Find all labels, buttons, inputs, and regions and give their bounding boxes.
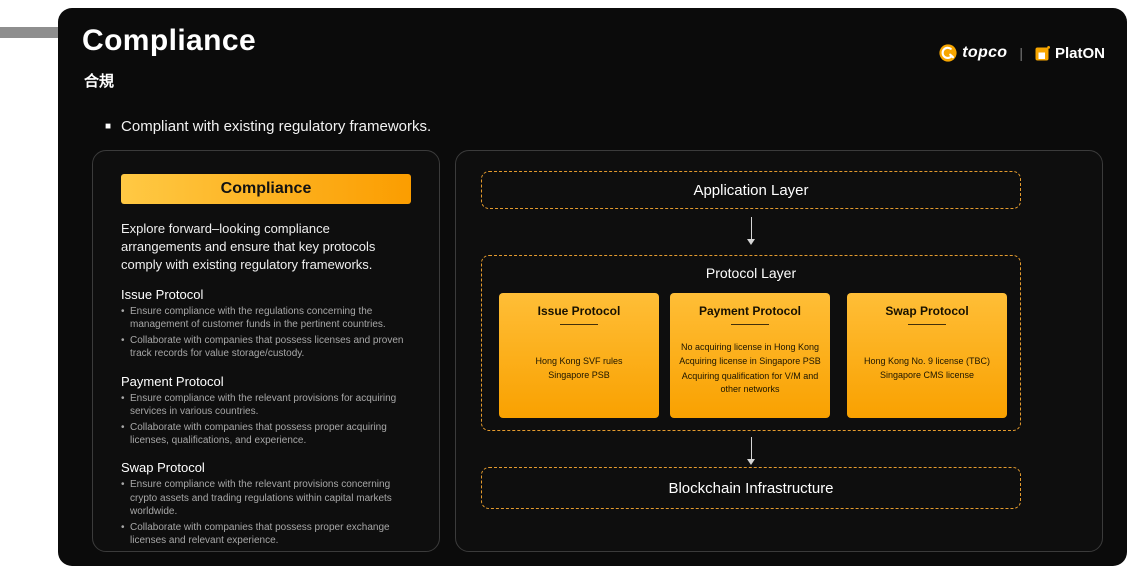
protocol-card-title: Payment Protocol (698, 304, 802, 318)
key-point-text: Compliant with existing regulatory frame… (121, 118, 432, 135)
title-underline (731, 324, 769, 325)
protocol-card-line: Acquiring qualification for V/M and othe… (681, 370, 819, 395)
section-bullet-list: Ensure compliance with the relevant prov… (121, 478, 411, 547)
arrow-stem (750, 437, 752, 459)
section-title: Payment Protocol (121, 373, 224, 389)
protocol-card-details: Hong Kong SVF rules Singapore PSB (499, 325, 659, 418)
protocol-layer-box: Protocol Layer Issue Protocol Hong Kong … (481, 255, 1021, 431)
topco-logo: topco (939, 44, 1007, 62)
title-underline (908, 324, 946, 325)
protocol-card-line: Acquiring license in Singapore PSB (679, 356, 821, 366)
protocol-card-payment: Payment Protocol No acquiring license in… (670, 293, 830, 418)
page-subtitle-chinese: 合規 (84, 73, 115, 90)
protocol-card-title: Issue Protocol (537, 304, 621, 318)
bullet-item: Ensure compliance with the relevant prov… (121, 478, 411, 518)
protocol-card-line: Singapore CMS license (879, 370, 975, 380)
bullet-item: Ensure compliance with the regulations c… (121, 305, 411, 331)
accent-bar (0, 27, 64, 38)
bullet-item: Collaborate with companies that possess … (121, 334, 411, 360)
section-issue-protocol: Issue Protocol Ensure compliance with th… (121, 287, 411, 361)
compliance-intro-text: Explore forward–looking compliance arran… (121, 221, 376, 272)
protocol-card-issue: Issue Protocol Hong Kong SVF rules Singa… (499, 293, 659, 418)
protocol-card-details: No acquiring license in Hong Kong Acquir… (670, 325, 830, 418)
logo-separator: | (1019, 45, 1023, 61)
arrow-down-icon (745, 437, 757, 465)
protocol-layer-label: Protocol Layer (705, 265, 797, 281)
arrow-head (747, 459, 755, 465)
protocol-card-details: Hong Kong No. 9 license (TBC) Singapore … (847, 325, 1007, 418)
bullet-item: Collaborate with companies that possess … (121, 421, 411, 447)
arrow-down-icon (745, 217, 757, 245)
title-underline (560, 324, 598, 325)
blockchain-infrastructure-label: Blockchain Infrastructure (668, 479, 834, 497)
arrow-head (747, 239, 755, 245)
protocol-card-line: Hong Kong SVF rules (535, 355, 623, 366)
platon-icon (1035, 45, 1050, 60)
slide: Compliance 合規 topco | PlatON (58, 8, 1127, 566)
section-title: Swap Protocol (121, 460, 205, 476)
platon-wordmark: PlatON (1054, 44, 1105, 62)
protocol-card-line: Hong Kong No. 9 license (TBC) (863, 355, 991, 366)
protocol-card-line: Singapore PSB (548, 370, 610, 380)
bullet-item: Collaborate with companies that possess … (121, 521, 411, 547)
brand-logos: topco | PlatON (939, 44, 1105, 62)
application-layer-label: Application Layer (693, 181, 809, 199)
square-bullet-icon: ■ (105, 120, 112, 132)
key-point: ■ Compliant with existing regulatory fra… (105, 118, 431, 135)
section-payment-protocol: Payment Protocol Ensure compliance with … (121, 374, 411, 448)
bullet-item: Ensure compliance with the relevant prov… (121, 392, 411, 418)
protocol-card-line: No acquiring license in Hong Kong (680, 341, 820, 352)
section-bullet-list: Ensure compliance with the regulations c… (121, 305, 411, 361)
section-title: Issue Protocol (121, 286, 204, 302)
arrow-stem (750, 217, 752, 239)
platon-logo: PlatON (1035, 45, 1105, 62)
blockchain-infrastructure-box: Blockchain Infrastructure (481, 467, 1021, 509)
protocol-card-swap: Swap Protocol Hong Kong No. 9 license (T… (847, 293, 1007, 418)
compliance-text-panel: Compliance Explore forward–looking compl… (92, 150, 440, 552)
protocol-card-title: Swap Protocol (885, 304, 969, 318)
topco-wordmark: topco (962, 44, 1008, 61)
section-bullet-list: Ensure compliance with the relevant prov… (121, 392, 411, 448)
topco-icon (939, 44, 957, 62)
compliance-header-banner: Compliance (121, 174, 411, 204)
architecture-diagram-panel: Application Layer Protocol Layer Issue P… (455, 150, 1103, 552)
section-swap-protocol: Swap Protocol Ensure compliance with the… (121, 460, 411, 547)
page-title: Compliance (82, 24, 257, 57)
application-layer-box: Application Layer (481, 171, 1021, 209)
